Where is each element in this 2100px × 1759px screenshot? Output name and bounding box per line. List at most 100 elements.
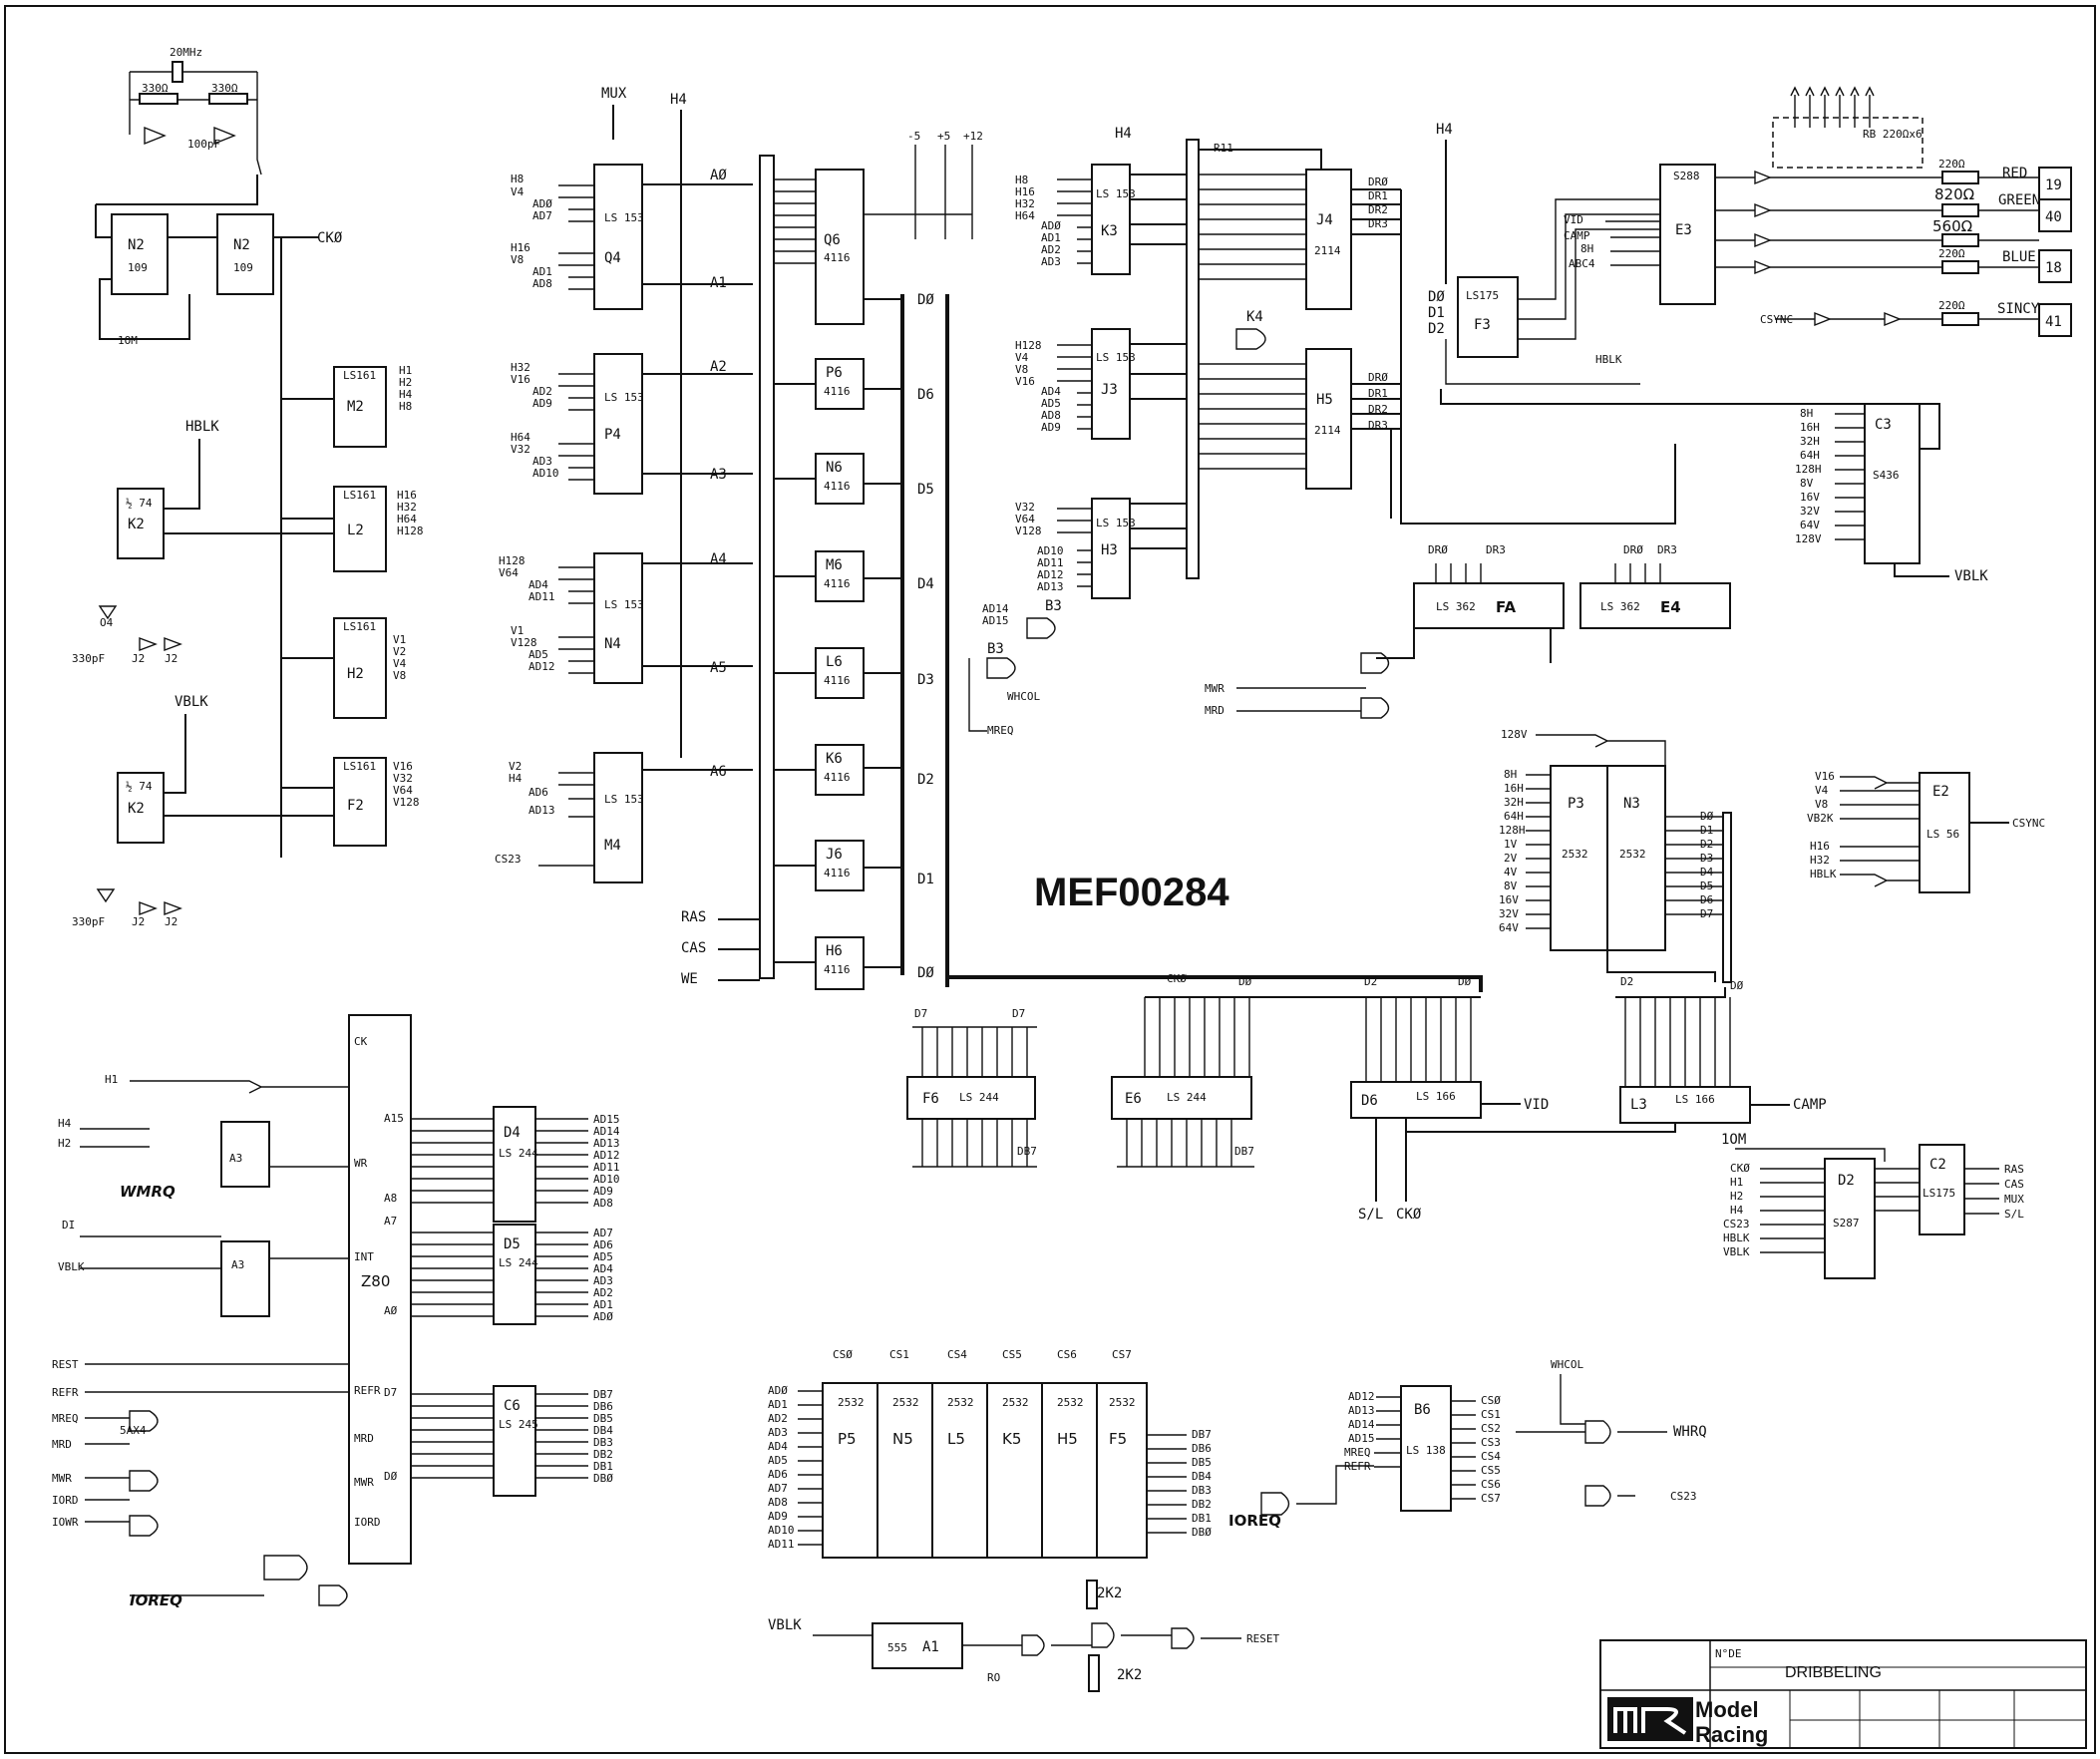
- svg-text:AØ: AØ: [384, 1304, 398, 1317]
- j3-inputs: H128 V4 V8 V16 AD4 AD5 AD8 AD9: [1015, 339, 1061, 434]
- pin-41: [2038, 303, 2072, 337]
- svg-text:H16: H16: [1015, 185, 1035, 198]
- svg-text:N2: N2: [233, 237, 250, 253]
- svg-text:2114: 2114: [1314, 424, 1341, 437]
- svg-text:AD10: AD10: [1037, 544, 1064, 557]
- svg-text:K4: K4: [1246, 309, 1263, 325]
- svg-text:LS 244: LS 244: [499, 1147, 538, 1160]
- svg-text:K2: K2: [128, 801, 145, 817]
- svg-text:H32: H32: [397, 501, 417, 514]
- svg-text:MREQ: MREQ: [52, 1412, 79, 1425]
- svg-text:CSØ: CSØ: [833, 1348, 853, 1361]
- svg-text:H4: H4: [1115, 126, 1132, 142]
- chip-n2-a: [111, 213, 169, 295]
- svg-text:AD9: AD9: [1041, 421, 1061, 434]
- svg-text:H4: H4: [1730, 1204, 1744, 1217]
- svg-text:D7: D7: [914, 1007, 927, 1020]
- svg-text:AD5: AD5: [768, 1454, 788, 1467]
- chip-q4: [593, 164, 643, 310]
- gate-k4: [1235, 328, 1266, 350]
- svg-text:DBØ: DBØ: [593, 1472, 613, 1485]
- chip-c6: [493, 1385, 536, 1497]
- svg-text:LS175: LS175: [1466, 289, 1499, 302]
- svg-text:1V: 1V: [1504, 838, 1518, 851]
- cpu-section: Z80 CK WR INT REFR MRD MWR IORD A15 A8 A…: [52, 1014, 412, 1609]
- chip-c2: [1919, 1144, 1965, 1235]
- svg-text:F3: F3: [1474, 317, 1491, 333]
- svg-text:C2: C2: [1929, 1157, 1946, 1173]
- svg-text:R11: R11: [1214, 142, 1233, 155]
- svg-text:A2: A2: [710, 359, 727, 375]
- company-line2: Racing: [1695, 1722, 1768, 1747]
- svg-text:DR1: DR1: [1368, 189, 1388, 202]
- svg-text:LS 244: LS 244: [959, 1091, 999, 1104]
- svg-text:LS 244: LS 244: [499, 1256, 538, 1269]
- svg-text:LS 362: LS 362: [1600, 600, 1640, 613]
- svg-text:DR3: DR3: [1368, 217, 1388, 230]
- svg-text:330pF: 330pF: [72, 915, 105, 928]
- svg-text:2532: 2532: [1057, 1396, 1084, 1409]
- svg-text:DB2: DB2: [1192, 1498, 1212, 1511]
- svg-text:AD2: AD2: [768, 1412, 788, 1425]
- svg-text:DØ: DØ: [1458, 975, 1472, 988]
- svg-text:AD11: AD11: [768, 1538, 795, 1551]
- svg-text:ADØ: ADØ: [1041, 219, 1061, 232]
- svg-text:AD9: AD9: [768, 1510, 788, 1523]
- svg-text:AD5: AD5: [528, 648, 548, 661]
- svg-text:DB7: DB7: [593, 1388, 613, 1401]
- chip-m4: [593, 752, 643, 883]
- hblk-label: HBLK: [185, 419, 219, 435]
- svg-text:4116: 4116: [824, 771, 851, 784]
- chip-q6: [815, 169, 865, 325]
- svg-text:H32: H32: [511, 361, 530, 374]
- svg-text:LS 245: LS 245: [499, 1418, 538, 1431]
- svg-text:K3: K3: [1101, 223, 1118, 239]
- svg-text:V16: V16: [393, 760, 413, 773]
- d5-outputs: AD7 AD6 AD5 AD4 AD3 AD2 AD1 ADØ: [593, 1227, 613, 1323]
- svg-text:V16: V16: [511, 373, 530, 386]
- chip-fa: [1413, 582, 1565, 629]
- svg-text:L6: L6: [826, 654, 843, 670]
- svg-text:A5: A5: [710, 660, 727, 676]
- svg-text:F5: F5: [1109, 1430, 1127, 1448]
- svg-text:2532: 2532: [892, 1396, 919, 1409]
- reset-section: VBLK 555 A1 RO 2K2 2K2 RESET: [768, 1580, 1279, 1692]
- svg-text:LS 153: LS 153: [1096, 517, 1136, 529]
- chip-f3: [1457, 276, 1519, 358]
- svg-text:H8: H8: [399, 400, 412, 413]
- res-blue-2: [1941, 260, 1979, 274]
- svg-text:D1: D1: [917, 872, 934, 887]
- svg-text:D6: D6: [1361, 1093, 1378, 1109]
- chip-f6: [906, 1076, 1036, 1120]
- svg-text:AD9: AD9: [593, 1185, 613, 1198]
- pin-19: [2038, 167, 2072, 200]
- svg-text:DR3: DR3: [1486, 543, 1506, 556]
- svg-text:LS 153: LS 153: [604, 391, 644, 404]
- svg-text:ABC4: ABC4: [1569, 257, 1595, 270]
- svg-text:32V: 32V: [1499, 907, 1519, 920]
- chip-j4: [1305, 169, 1352, 310]
- svg-text:D5: D5: [504, 1236, 521, 1252]
- chip-d2: [1824, 1158, 1876, 1279]
- svg-text:AD4: AD4: [593, 1262, 613, 1275]
- svg-text:4116: 4116: [824, 577, 851, 590]
- svg-text:AD10: AD10: [593, 1173, 620, 1186]
- svg-text:LS 153: LS 153: [1096, 351, 1136, 364]
- svg-text:REFR: REFR: [354, 1384, 381, 1397]
- svg-text:V4: V4: [393, 657, 407, 670]
- svg-text:J6: J6: [826, 847, 843, 863]
- svg-text:VID: VID: [1564, 213, 1583, 226]
- color-mux-section: LS 362 FA LS 362 E4 DRØ DR3 DRØ DR3: [1376, 543, 1731, 663]
- svg-text:DB1: DB1: [1192, 1512, 1212, 1525]
- svg-text:WHRQ: WHRQ: [1673, 1424, 1707, 1440]
- svg-text:A1: A1: [922, 1639, 939, 1655]
- chip-e3: [1659, 164, 1716, 305]
- svg-text:J2: J2: [132, 652, 145, 665]
- svg-text:AD12: AD12: [1037, 568, 1064, 581]
- svg-text:DB5: DB5: [1192, 1456, 1212, 1469]
- svg-text:Q6: Q6: [824, 232, 841, 248]
- v-counter-outputs: V1 V2 V4 V8 V16 V32 V64 V128: [393, 633, 420, 809]
- svg-text:VID: VID: [1524, 1097, 1549, 1113]
- svg-text:V32: V32: [393, 772, 413, 785]
- video-output-section: H4 F3 LS175 DØ D1 D2 HBLK E3 S288 VID CA…: [1428, 86, 2072, 385]
